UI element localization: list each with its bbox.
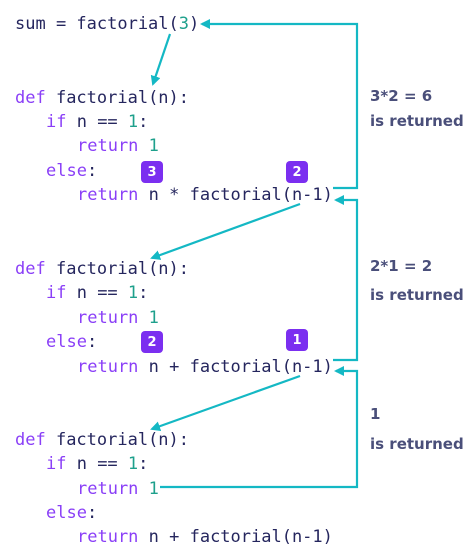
return-arrow-1 — [160, 366, 359, 489]
return-annotation-value: 1 — [370, 405, 381, 423]
step-badge: 2 — [286, 161, 308, 183]
block1-else: else: — [46, 161, 98, 181]
block2-return-base: return 1 — [77, 308, 159, 328]
return-annotation-label: is returned — [370, 286, 464, 304]
block3-def: def factorial(n): — [15, 430, 190, 450]
block3-return-recursive: return n + factorial(n-1) — [77, 527, 333, 547]
block2-else: else: — [46, 332, 98, 352]
block3-if: if n == 1: — [46, 454, 149, 474]
block2-def: def factorial(n): — [15, 259, 190, 279]
step-badge: 1 — [286, 329, 308, 351]
block1-if: if n == 1: — [46, 112, 149, 132]
call-arrow-1 — [150, 33, 172, 86]
return-annotation-label: is returned — [370, 435, 464, 453]
block3-else: else: — [46, 503, 98, 523]
step-badge: 3 — [141, 161, 163, 183]
block1-return-recursive: return n * factorial(n-1) — [77, 185, 333, 205]
return-arrow-2 — [333, 195, 359, 362]
return-annotation-value: 2*1 = 2 — [370, 257, 433, 275]
block1-return-base: return 1 — [77, 136, 159, 156]
block2-if: if n == 1: — [46, 283, 149, 303]
call-arrow-3 — [150, 374, 301, 432]
call-arrow-2 — [150, 202, 301, 260]
block2-return-recursive: return n + factorial(n-1) — [77, 357, 333, 377]
return-annotation-value: 3*2 = 6 — [370, 87, 433, 105]
block1-def: def factorial(n): — [15, 88, 190, 108]
return-arrow-6 — [200, 19, 359, 190]
step-badge: 2 — [141, 331, 163, 353]
block3-return-base: return 1 — [77, 479, 159, 499]
call-line: sum = factorial(3) — [15, 14, 200, 34]
return-annotation-label: is returned — [370, 112, 464, 130]
